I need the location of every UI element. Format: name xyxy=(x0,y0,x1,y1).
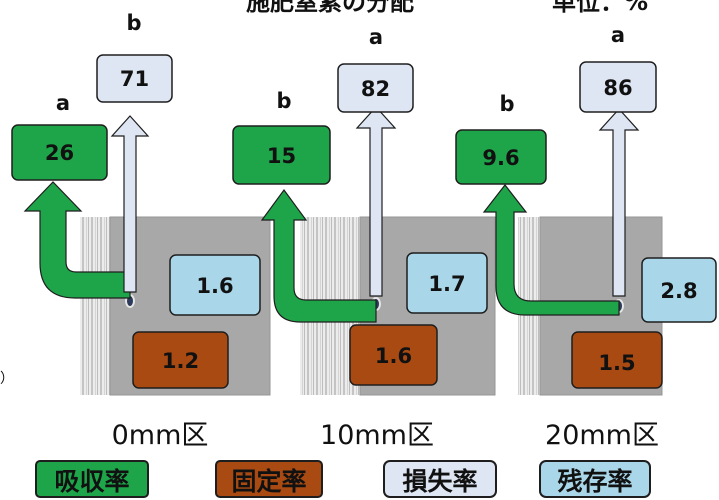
fixed-box xyxy=(132,331,229,389)
remaining-box xyxy=(169,254,261,316)
legend-label: 固定率 xyxy=(231,467,306,496)
remaining-value: 1.6 xyxy=(196,274,233,298)
absorption-box xyxy=(455,129,547,185)
loss-arrow xyxy=(355,106,397,297)
absorption-box xyxy=(232,125,331,185)
legend-label: 残存率 xyxy=(557,467,632,496)
legend: 吸収率 固定率 損失率 残存率 xyxy=(35,460,651,498)
loss-letter: a xyxy=(369,25,383,49)
plot-20mm: 9.6 b 86 a 2.8 1.5 20mm区 xyxy=(455,23,717,451)
loss-letter: b xyxy=(126,11,141,35)
root-zone xyxy=(80,217,110,395)
loss-box xyxy=(337,63,414,113)
remaining-value: 2.8 xyxy=(660,279,697,303)
loss-arrow xyxy=(598,108,640,297)
diagram-title: 施肥窒素の分配 xyxy=(246,0,414,16)
loss-value: 86 xyxy=(603,76,632,100)
loss-arrow xyxy=(110,115,150,293)
absorption-letter: a xyxy=(56,91,70,115)
loss-box xyxy=(96,54,173,103)
absorption-box xyxy=(11,124,108,181)
absorption-value: 9.6 xyxy=(482,146,519,170)
plot-0mm: 26 a 71 b 1.6 1.2 0mm区 xyxy=(11,11,271,451)
loss-value: 71 xyxy=(120,67,149,91)
edge-mark: ） xyxy=(0,371,14,387)
absorption-arrow xyxy=(23,181,131,299)
legend-item-loss xyxy=(383,460,497,498)
remaining-box xyxy=(641,257,717,323)
legend-item-absorption xyxy=(35,460,149,498)
fixed-box xyxy=(571,331,663,389)
absorption-arrow xyxy=(260,188,377,323)
absorption-letter: b xyxy=(499,92,514,116)
legend-label: 吸収率 xyxy=(54,467,129,496)
remaining-box xyxy=(406,252,488,314)
plot-label: 10mm区 xyxy=(320,420,434,451)
absorption-arrow xyxy=(482,184,620,316)
unit-label: 単位：% xyxy=(552,0,648,16)
loss-letter: a xyxy=(611,23,625,47)
fixed-value: 1.2 xyxy=(162,349,199,373)
absorption-value: 15 xyxy=(267,144,296,168)
legend-label: 損失率 xyxy=(402,467,477,496)
fixed-value: 1.5 xyxy=(598,351,635,375)
fixed-value: 1.6 xyxy=(375,344,412,368)
loss-box xyxy=(579,61,657,113)
absorption-letter: b xyxy=(276,89,291,113)
plot-label: 20mm区 xyxy=(545,420,659,451)
legend-item-remaining xyxy=(539,460,651,498)
loss-value: 82 xyxy=(361,77,390,101)
legend-item-fixed xyxy=(215,460,323,498)
plot-label: 0mm区 xyxy=(112,420,209,451)
absorption-value: 26 xyxy=(45,141,74,165)
remaining-value: 1.7 xyxy=(428,272,465,296)
plot-10mm: 15 b 82 a 1.7 1.6 10mm区 xyxy=(232,25,496,451)
fixed-box xyxy=(349,324,438,386)
